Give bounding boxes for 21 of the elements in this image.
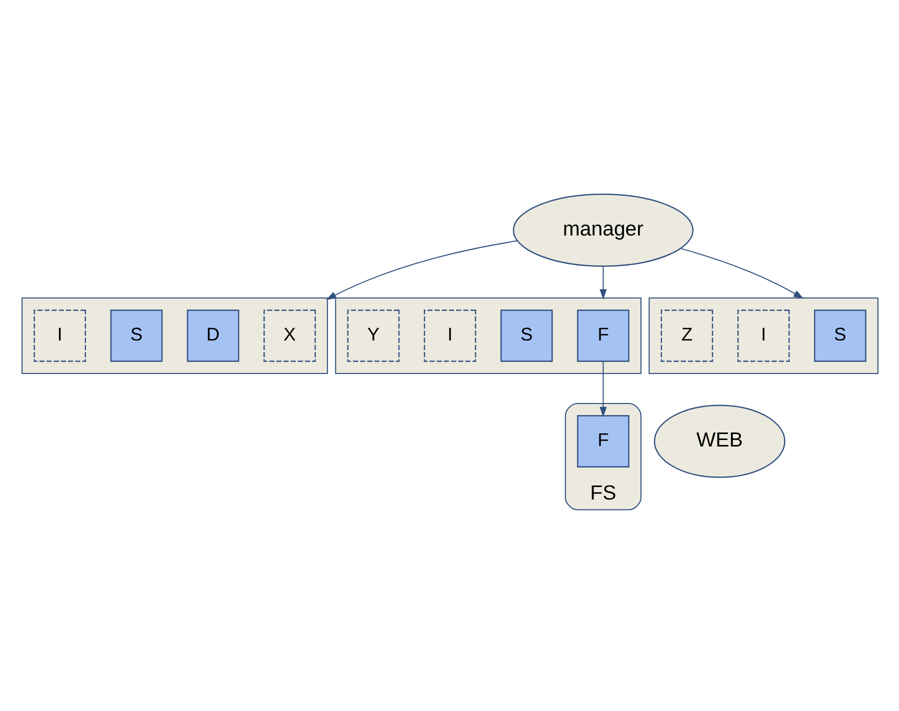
node-box: I xyxy=(736,309,790,362)
arrow xyxy=(599,266,606,300)
cluster xyxy=(648,296,878,374)
node-box: Z xyxy=(660,309,713,362)
node-box: S xyxy=(814,309,866,362)
node-ellipse: manager xyxy=(512,193,694,266)
node-box: D xyxy=(186,309,239,362)
cluster xyxy=(334,296,641,374)
node-box: F xyxy=(576,309,629,362)
node-box: I xyxy=(33,309,86,362)
node-box: I xyxy=(423,309,476,362)
cluster xyxy=(21,296,328,374)
node-box: S xyxy=(110,309,162,362)
node-box: Y xyxy=(346,309,400,362)
arrow xyxy=(599,360,606,417)
node-box: S xyxy=(500,309,552,362)
arrow xyxy=(326,240,518,300)
node-ellipse: WEB xyxy=(653,404,785,478)
node-box: X xyxy=(263,309,316,362)
node-box: F xyxy=(576,414,629,467)
arrow xyxy=(680,248,804,298)
